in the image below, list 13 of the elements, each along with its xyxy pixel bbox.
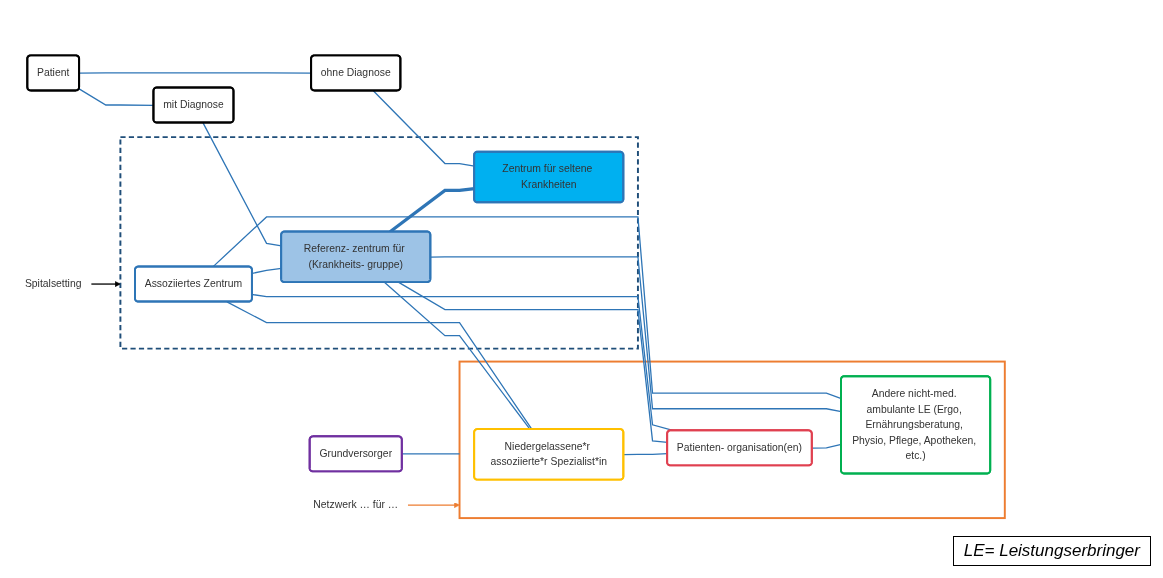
connector	[811, 443, 842, 449]
connector	[401, 453, 461, 455]
connector	[212, 216, 842, 400]
note: LE= Leistungserbringer	[952, 536, 1151, 566]
arrow	[90, 281, 121, 287]
arrow	[407, 502, 460, 508]
node-text: Netzwerk … für …	[313, 499, 399, 511]
cluster	[119, 136, 639, 350]
connector	[226, 301, 533, 430]
connector	[384, 281, 531, 430]
cluster	[458, 360, 1006, 520]
node-text: Spitalsetting	[24, 278, 82, 290]
connector	[430, 256, 842, 413]
